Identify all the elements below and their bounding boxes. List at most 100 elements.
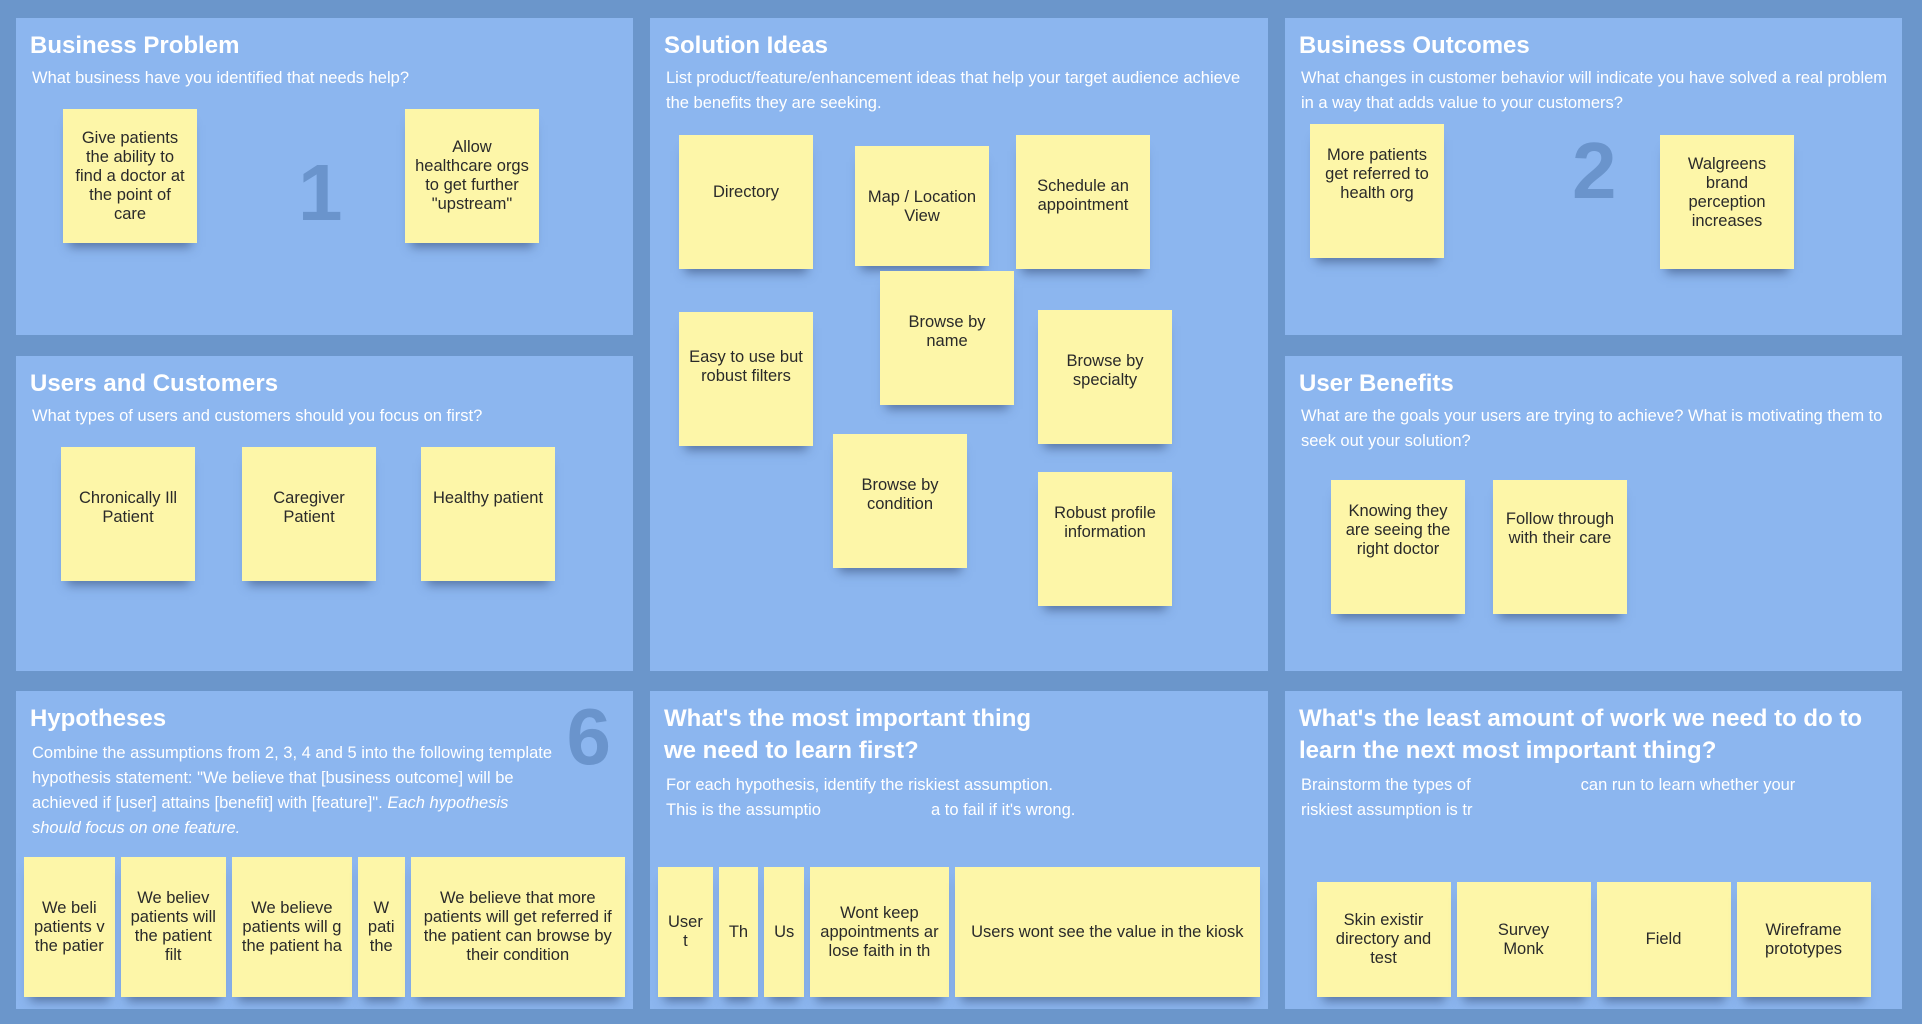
panel-title: Business Problem <box>30 32 240 59</box>
sticky-text: Users wont see the value in the kiosk <box>971 922 1244 941</box>
sticky-note[interactable]: Browse by condition <box>833 434 967 568</box>
sticky-note[interactable]: Robust profile information <box>1038 472 1172 606</box>
description-fragment: This is the assumptio <box>666 801 821 819</box>
sticky-note[interactable]: Healthy patient <box>421 447 555 581</box>
sticky-text: Skin existir directory and test <box>1335 911 1432 967</box>
sticky-text: Browse by name <box>908 313 986 350</box>
panel-description: What are the goals your users are trying… <box>1301 407 1883 450</box>
sticky-note[interactable]: Wont keep appointments ar lose faith in … <box>810 867 949 997</box>
description-fragment: Brainstorm the types of <box>1301 776 1471 794</box>
sticky-text: Browse by specialty <box>1066 352 1144 389</box>
sticky-note[interactable]: Users wont see the value in the kiosk <box>954 867 1260 997</box>
description-fragment: can run to learn whether your <box>1580 776 1796 794</box>
sticky-text: Follow through with their care <box>1505 510 1615 547</box>
sticky-text: Knowing they are seeing the right doctor <box>1345 502 1451 558</box>
sticky-text: Robust profile information <box>1054 504 1156 541</box>
sticky-note[interactable]: Survey Monk <box>1456 882 1591 997</box>
panel-title: Hypotheses <box>30 705 167 732</box>
sticky-text: Chronically Ill Patient <box>78 489 178 526</box>
sticky-text: Th <box>728 922 749 941</box>
panel-description: For each hypothesis, identify the riskie… <box>666 776 1054 794</box>
sticky-text: Allow healthcare orgs to get further "up… <box>415 138 529 213</box>
panel-business-problem: Business Problem What business have you … <box>16 18 633 335</box>
panel-description: riskiest assumption is tr <box>1301 801 1473 819</box>
sticky-text: Walgreens brand perception increases <box>1687 155 1767 230</box>
sticky-text: W pati the <box>367 898 395 955</box>
panel-least-work: What's the least amount of work we need … <box>1285 691 1902 1009</box>
sticky-text: Wireframe prototypes <box>1764 920 1843 958</box>
sticky-text: Caregiver Patient <box>273 489 345 526</box>
panel-description: What business have you identified that n… <box>32 69 410 87</box>
sticky-note[interactable]: Walgreens brand perception increases <box>1660 135 1794 269</box>
sticky-note[interactable]: Knowing they are seeing the right doctor <box>1331 480 1465 614</box>
sticky-note[interactable]: Caregiver Patient <box>242 447 376 581</box>
sticky-note[interactable]: Schedule an appointment <box>1016 135 1150 269</box>
panel-title: Users and Customers <box>30 370 279 397</box>
panel-business-outcomes: Business Outcomes What changes in custom… <box>1285 18 1902 335</box>
sticky-note[interactable]: Browse by name <box>880 271 1014 405</box>
sticky-note[interactable]: Easy to use but robust filters <box>679 312 813 446</box>
sticky-note[interactable]: Chronically Ill Patient <box>61 447 195 581</box>
sticky-text: Us <box>774 922 795 941</box>
sticky-text: Wont keep appointments ar lose faith in … <box>820 903 939 960</box>
sticky-text: Healthy patient <box>432 489 544 507</box>
sticky-note[interactable]: We believe that more patients will get r… <box>410 857 625 997</box>
section-number: 1 <box>298 148 343 237</box>
sticky-note[interactable]: Allow healthcare orgs to get further "up… <box>405 109 539 243</box>
panel-description: Brainstorm the types of can run to learn … <box>1299 773 1888 798</box>
panel-title: Business Outcomes <box>1299 32 1530 59</box>
sticky-note[interactable]: Th <box>718 867 759 997</box>
sticky-note[interactable]: Give patients the ability to find a doct… <box>63 109 197 243</box>
sticky-note[interactable]: Map / Location View <box>855 146 989 266</box>
sticky-note[interactable]: Skin existir directory and test <box>1316 882 1451 997</box>
panel-header: What's the most important thing we need … <box>664 703 1254 823</box>
panel-title: What's the most important thing <box>664 705 1032 732</box>
description-italic: Each hypothesis should focus on one feat… <box>32 794 509 837</box>
panel-most-important: What's the most important thing we need … <box>650 691 1268 1009</box>
sticky-row: User t Th Us Wont keep appointments ar l… <box>658 867 1260 997</box>
sticky-text: Map / Location View <box>867 188 977 225</box>
sticky-note[interactable]: We beli patients v the patier <box>24 857 115 997</box>
description-fragment: a to fail if it's wrong. <box>930 801 1076 819</box>
sticky-row: Skin existir directory and test Survey M… <box>1293 882 1894 997</box>
panel-description: What types of users and customers should… <box>32 407 483 425</box>
sticky-text: We believ patients will the patient filt <box>130 889 216 964</box>
panel-header: Hypotheses Combine the assumptions from … <box>30 703 553 841</box>
sticky-note[interactable]: Follow through with their care <box>1493 480 1627 614</box>
sticky-note[interactable]: Field <box>1596 882 1731 997</box>
panel-title: What's the least amount of work we need … <box>1299 705 1863 764</box>
sticky-note[interactable]: Us <box>764 867 805 997</box>
sticky-note[interactable]: Browse by specialty <box>1038 310 1172 444</box>
sticky-text: More patients get referred to health org <box>1325 146 1429 202</box>
sticky-note[interactable]: User t <box>658 867 713 997</box>
sticky-note[interactable]: Directory <box>679 135 813 269</box>
panel-header: What's the least amount of work we need … <box>1299 703 1888 823</box>
panel-user-benefits: User Benefits What are the goals your us… <box>1285 356 1902 671</box>
panel-description: List product/feature/enhancement ideas t… <box>666 69 1241 112</box>
panel-users-customers: Users and Customers What types of users … <box>16 356 633 671</box>
sticky-text: We believe patients will g the patient h… <box>241 898 342 955</box>
panel-description: What changes in customer behavior will i… <box>1301 69 1888 112</box>
section-number: 2 <box>1572 126 1617 215</box>
sticky-text: Give patients the ability to find a doct… <box>75 128 185 223</box>
sticky-text: Directory <box>712 183 779 201</box>
sticky-note[interactable]: W pati the <box>357 857 405 997</box>
sticky-text: Schedule an appointment <box>1037 177 1129 214</box>
sticky-text: We beli patients v the patier <box>34 898 105 955</box>
sticky-text: Survey Monk <box>1497 920 1550 958</box>
sticky-note[interactable]: We believ patients will the patient filt <box>120 857 226 997</box>
panel-title: User Benefits <box>1299 370 1454 397</box>
panel-solution-ideas: Solution Ideas List product/feature/enha… <box>650 18 1268 671</box>
sticky-text: We believe that more patients will get r… <box>423 889 612 964</box>
panel-hypotheses: Hypotheses Combine the assumptions from … <box>16 691 633 1009</box>
section-number: 6 <box>566 692 612 781</box>
sticky-text: Easy to use but robust filters <box>689 348 803 385</box>
sticky-text: Browse by condition <box>861 476 939 513</box>
description-text: Combine the assumptions from 2, 3, 4 and… <box>32 744 553 812</box>
panel-description: This is the assumptio a to fail if it's w… <box>664 798 1254 823</box>
sticky-note[interactable]: Wireframe prototypes <box>1736 882 1871 997</box>
sticky-note[interactable]: We believe patients will g the patient h… <box>231 857 352 997</box>
panel-title: we need to learn first? <box>664 737 919 764</box>
panel-title: Solution Ideas <box>664 32 829 59</box>
sticky-note[interactable]: More patients get referred to health org <box>1310 124 1444 258</box>
